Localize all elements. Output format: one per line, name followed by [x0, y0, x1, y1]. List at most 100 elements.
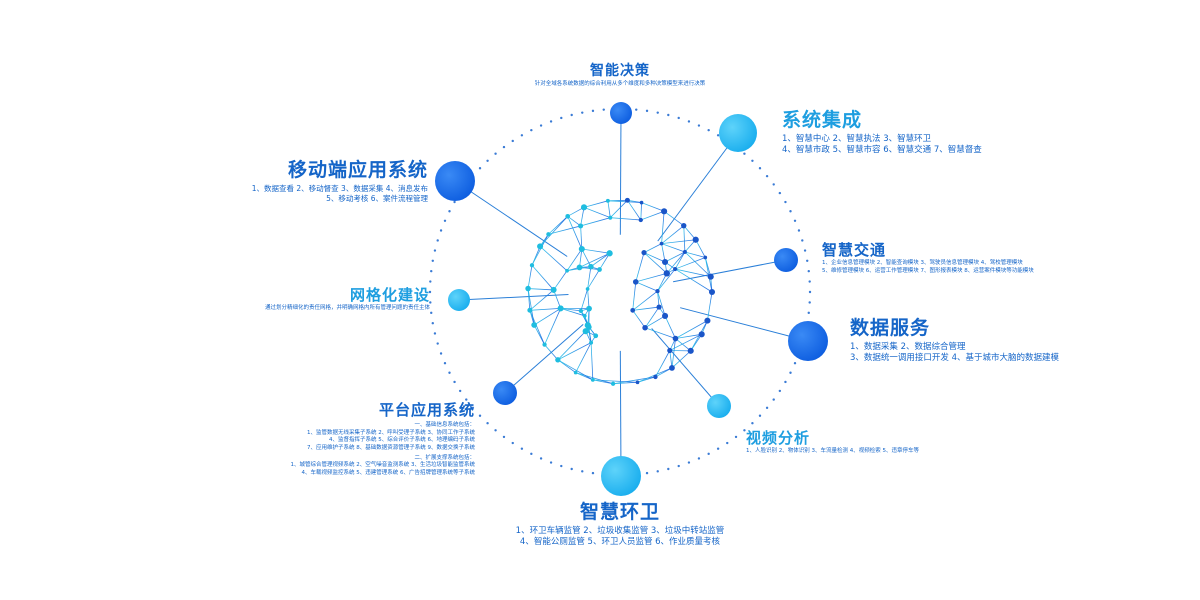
network-node [531, 322, 537, 328]
orbit-dot [707, 452, 710, 456]
connector-data_service [680, 307, 809, 342]
orbit-dot [465, 398, 468, 401]
orbit-dot [560, 116, 563, 120]
orbit-dot [443, 219, 447, 222]
node-platform-desc-6: 1、城管综合管理视频系统 2、空气噪音监测系统 3、生活垃圾智能监管系统 [290, 462, 476, 469]
network-edge [684, 251, 712, 278]
orbit-dot [808, 290, 812, 294]
orbit-dot [431, 259, 434, 262]
network-edge [675, 268, 711, 278]
network-edge [657, 273, 668, 292]
node-data-service-desc-2: 3、数据统一调用接口开发 4、基于城市大脑的数据建模 [850, 353, 1060, 364]
network-edge [567, 206, 585, 217]
network-edge [587, 266, 592, 290]
network-edge [531, 264, 554, 291]
connector-sanitation [619, 350, 622, 477]
orbit-dot [726, 441, 729, 445]
network-node [656, 304, 662, 310]
network-node [582, 313, 587, 318]
network-edge [644, 315, 666, 329]
network-edge [675, 338, 691, 352]
orbit-dot [677, 116, 680, 120]
node-traffic-title: 智慧交通 [822, 241, 887, 259]
network-node [586, 305, 592, 312]
orbit-dot [707, 128, 710, 132]
network-edge [548, 216, 568, 235]
orbit-dot [743, 429, 746, 432]
network-edge [587, 288, 590, 309]
network-edge [557, 359, 594, 381]
network-edge [581, 248, 592, 267]
network-node [639, 200, 644, 205]
node-decision-title: 智能决策 [590, 63, 650, 79]
orbit-dot [433, 332, 437, 335]
network-node [672, 335, 679, 342]
node-integration: 系统集成 1、智慧中心 2、智慧执法 3、智慧环卫 4、智慧市政 5、智慧市容 … [782, 108, 982, 157]
network-edge [533, 308, 561, 326]
node-circle-data_service [788, 321, 828, 361]
orbit-dot [494, 429, 497, 432]
network-edge [644, 306, 660, 328]
orbit-dot [502, 435, 506, 439]
orbit-dot [591, 471, 595, 475]
network-edge [627, 200, 642, 221]
network-edge [548, 225, 581, 235]
orbit-dot [478, 167, 482, 170]
network-node [653, 374, 658, 380]
network-edge [531, 234, 549, 266]
node-grid: 网格化建设 通过划分精细化的责任网格，并明确网格内所有管理问题的责任主体 [200, 285, 430, 313]
network-node [682, 249, 687, 255]
orbit-dot [430, 311, 433, 315]
orbit-dot [570, 467, 573, 471]
network-sphere [525, 197, 716, 386]
network-edge [580, 207, 585, 227]
orbit-dot [453, 200, 456, 204]
connector-platform [504, 323, 584, 394]
orbit-dot [687, 461, 691, 464]
network-edge [567, 216, 583, 250]
orbit-dot [697, 124, 701, 127]
network-edge [690, 334, 703, 352]
orbit-dot [453, 380, 456, 384]
network-node [655, 288, 660, 294]
network-edge [581, 248, 610, 254]
orbit-dot [772, 183, 775, 186]
network-node [662, 258, 669, 266]
network-edge [655, 350, 671, 378]
network-node [630, 307, 636, 313]
orbit-dot [439, 352, 443, 355]
network-edge [590, 342, 594, 380]
network-edge [566, 248, 583, 272]
orbit-dot [635, 108, 638, 111]
network-node [662, 312, 669, 319]
network-node [537, 243, 544, 250]
network-edge [613, 381, 638, 385]
network-edge [635, 281, 658, 292]
network-node [582, 328, 589, 335]
node-circle-platform [493, 381, 517, 405]
connector-mobile [454, 180, 568, 257]
network-edge [664, 251, 686, 263]
node-data-service-title: 数据服务 [850, 317, 931, 339]
network-node [550, 286, 557, 293]
orbit-dot [448, 210, 451, 213]
node-circle-decision [610, 102, 632, 124]
orbit-dot [602, 108, 605, 111]
node-sanitation-desc-2: 4、智能公厕监管 5、环卫人员监管 6、作业质量考核 [519, 537, 721, 548]
node-integration-desc-1: 1、智慧中心 2、智慧执法 3、智慧环卫 [782, 133, 932, 144]
network-edge [663, 210, 684, 226]
orbit-dot [511, 139, 514, 143]
network-edge [599, 253, 610, 270]
network-node [593, 333, 599, 339]
network-node [661, 208, 668, 215]
network-edge [607, 200, 611, 218]
node-mobile: 移动端应用系统 1、数据查看 2、移动督查 3、数据采集 4、消息发布 5、移动… [180, 158, 428, 204]
orbit-dot [758, 414, 762, 417]
orbit-dot [530, 452, 533, 456]
network-edge [671, 338, 676, 368]
orbit-dot [645, 109, 649, 113]
network-edge [529, 289, 554, 311]
network-edge [661, 239, 696, 245]
network-edge [664, 315, 676, 339]
network-edge [544, 344, 559, 361]
